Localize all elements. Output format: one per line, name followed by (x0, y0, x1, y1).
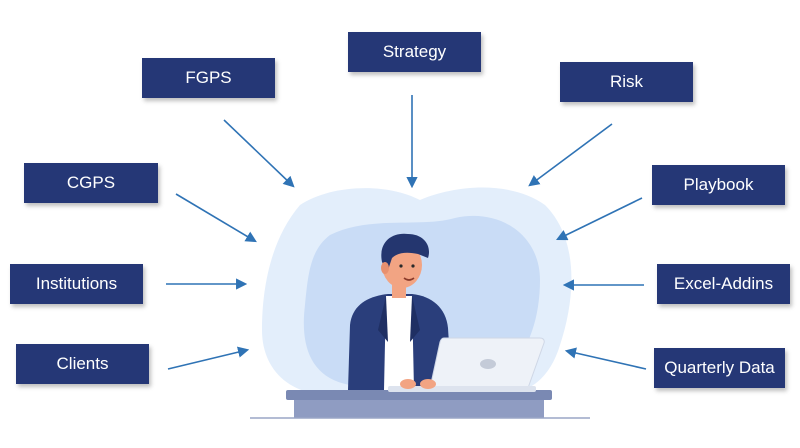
person-eye-right (411, 264, 415, 268)
arrow-quarterly-data (564, 347, 647, 370)
node-excel-addins: Excel-Addins (657, 264, 790, 304)
desk-front (294, 400, 544, 418)
person-ear (381, 262, 389, 274)
node-playbook: Playbook (652, 165, 785, 205)
person-hair (381, 233, 430, 270)
person-hand (420, 379, 436, 389)
desk-top (286, 390, 552, 400)
node-cgps: CGPS (24, 163, 158, 203)
person-hand (400, 379, 416, 389)
arrow-fgps (223, 119, 295, 188)
node-institutions: Institutions (10, 264, 143, 304)
laptop-logo (480, 359, 496, 369)
person-shirt (384, 296, 414, 390)
arrow-cgps (175, 193, 257, 243)
arrow-clients (167, 346, 250, 370)
person-mouth (403, 277, 415, 281)
node-clients: Clients (16, 344, 149, 384)
node-quarterly-data: Quarterly Data (654, 348, 785, 388)
arrow-playbook (555, 197, 643, 241)
arrow-risk (528, 123, 613, 187)
node-strategy: Strategy (348, 32, 481, 72)
person-eye-left (399, 264, 403, 268)
person-lapel-left (378, 296, 388, 342)
node-fgps: FGPS (142, 58, 275, 98)
person-lapel-right (410, 296, 420, 342)
node-risk: Risk (560, 62, 693, 102)
